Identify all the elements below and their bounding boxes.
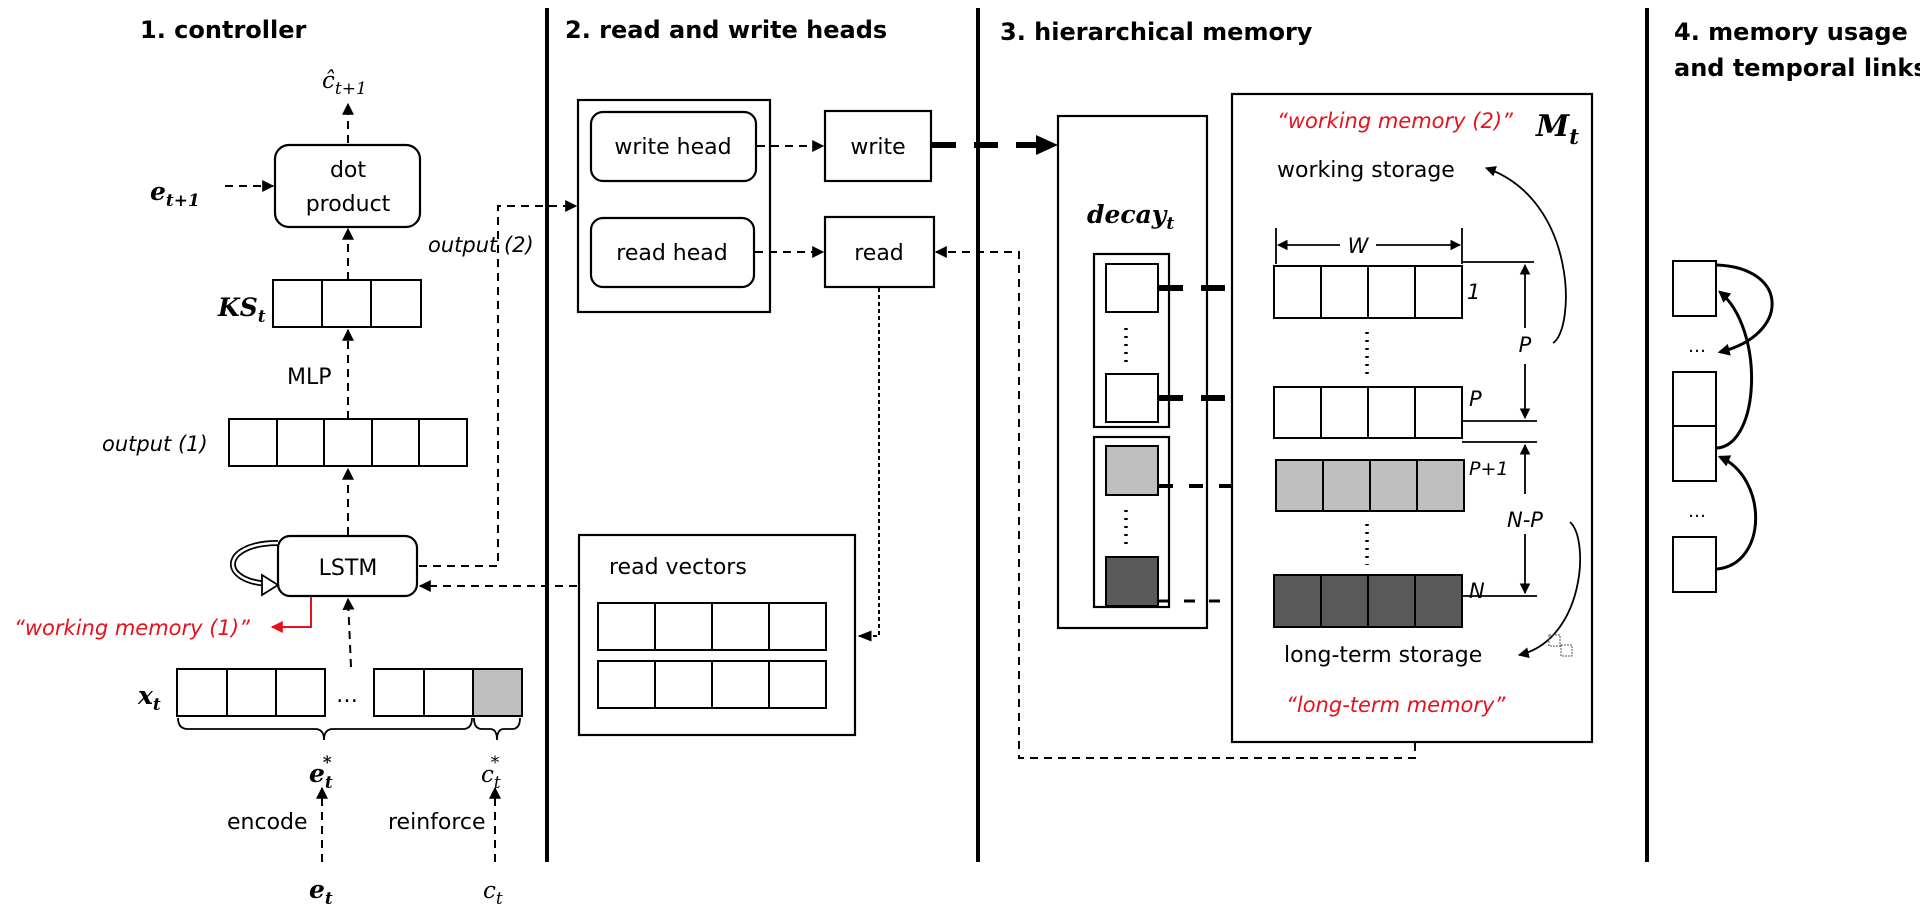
input-label: xt <box>137 681 161 715</box>
memory-matrix-label: Mt <box>1535 109 1579 149</box>
input-ellipsis: … <box>336 683 358 708</box>
write-label: write <box>850 135 905 160</box>
row-label-p: P <box>1469 387 1482 411</box>
row-label-p-plus-1: P+1 <box>1469 458 1508 480</box>
usage-slot <box>1672 371 1717 427</box>
resize-handle-icon <box>1548 634 1573 657</box>
svg-text:et: et <box>309 875 333 909</box>
working-memory-1-arrow <box>270 597 312 633</box>
memory-row-n <box>1273 574 1463 628</box>
reward-input-label: ct <box>483 878 503 909</box>
write-box[interactable] <box>823 109 933 183</box>
read-head-box[interactable] <box>589 216 756 289</box>
span-p-label: P <box>1519 333 1532 357</box>
temporal-link-arrow <box>1716 290 1754 450</box>
long-term-storage-label: long-term storage <box>1284 643 1482 668</box>
read-head-label: read head <box>616 241 727 266</box>
usage-ellipsis-2: … <box>1688 501 1706 522</box>
lstm-label: LSTM <box>319 556 378 581</box>
temporal-link-arrow <box>1716 455 1758 571</box>
memory-row-1 <box>1273 265 1463 319</box>
ks-label: KSt <box>217 293 266 327</box>
read-vector-2 <box>597 660 827 709</box>
promote-curve-arrow <box>1484 166 1567 344</box>
arrow-memory-to-read <box>934 246 1416 759</box>
recurrent-loop-icon <box>230 540 280 597</box>
section-title-controller: 1. controller <box>140 16 307 44</box>
svg-text:et+1: et+1 <box>150 177 200 211</box>
embedding-star-label: et* <box>309 753 333 793</box>
ks-vector <box>272 279 422 328</box>
working-memory-1-label: “working memory (1)” <box>14 616 251 640</box>
memory-row-p-plus-1 <box>1275 459 1465 512</box>
usage-slot <box>1672 425 1717 482</box>
section-title-usage: 4. memory usage <box>1674 18 1908 46</box>
input-vector <box>176 668 523 717</box>
dot-product-label: dot <box>330 158 366 183</box>
working-memory-2-label: “working memory (2)” <box>1277 109 1514 133</box>
svg-text:ct*: ct* <box>481 753 501 793</box>
svg-text:KSt: KSt <box>217 293 266 327</box>
output1-label: output (1) <box>102 432 208 456</box>
mlp-label: MLP <box>287 365 332 390</box>
working-storage-label: working storage <box>1277 158 1455 183</box>
row-label-1: 1 <box>1467 280 1480 304</box>
temporal-link-arrow <box>1716 263 1774 356</box>
svg-text:ĉt+1: ĉt+1 <box>322 68 367 99</box>
usage-ellipsis-1: … <box>1688 336 1706 357</box>
svg-text:xt: xt <box>137 681 161 715</box>
arrow-input-to-lstm <box>342 597 355 668</box>
read-box[interactable] <box>823 215 936 289</box>
dot-product-box[interactable] <box>273 143 422 229</box>
output2-arrow <box>419 200 578 567</box>
dot-product-label-2: product <box>306 192 391 217</box>
memory-row-p <box>1273 386 1463 439</box>
reinforce-label: reinforce <box>388 810 486 835</box>
svg-text:Mt: Mt <box>1535 109 1579 149</box>
read-vectors-label: read vectors <box>609 555 747 580</box>
usage-slot <box>1672 536 1717 593</box>
reward-brace <box>473 717 521 741</box>
prediction-label: ĉt+1 <box>322 68 367 99</box>
write-to-memory-arrowhead <box>1036 135 1058 155</box>
svg-text:ct: ct <box>483 878 503 909</box>
decay-cell <box>1105 263 1159 313</box>
row-label-n: N <box>1469 579 1485 603</box>
encode-label: encode <box>227 810 308 835</box>
read-vector-1 <box>597 602 827 651</box>
section-title-memory: 3. hierarchical memory <box>1000 18 1313 46</box>
next-embedding-label: et+1 <box>150 177 200 211</box>
output2-label: output (2) <box>428 233 534 257</box>
read-label: read <box>854 241 904 266</box>
section-title-usage-line2: and temporal links <box>1674 54 1920 82</box>
output1-vector <box>228 418 468 467</box>
demote-curve-arrow <box>1517 521 1581 659</box>
arrow-read-to-vectors <box>857 288 880 642</box>
lstm-box[interactable] <box>276 534 419 598</box>
span-np-label: N-P <box>1507 508 1543 532</box>
section-title-heads: 2. read and write heads <box>565 16 887 44</box>
decay-cell-dark <box>1105 556 1159 607</box>
decay-label: decayt <box>1087 200 1174 234</box>
write-head-label: write head <box>614 135 731 160</box>
embedding-input-label: et <box>309 875 333 909</box>
embedding-brace <box>177 717 473 741</box>
decay-cell <box>1105 373 1159 423</box>
reward-star-label: ct* <box>481 753 501 793</box>
long-term-memory-label: “long-term memory” <box>1286 693 1506 717</box>
usage-slot <box>1672 260 1717 317</box>
write-head-box[interactable] <box>589 110 758 183</box>
svg-text:decayt: decayt <box>1087 200 1174 234</box>
width-label: W <box>1348 234 1370 258</box>
svg-text:et*: et* <box>309 753 333 793</box>
decay-cell-light <box>1105 445 1159 496</box>
reward-cell <box>472 668 523 717</box>
